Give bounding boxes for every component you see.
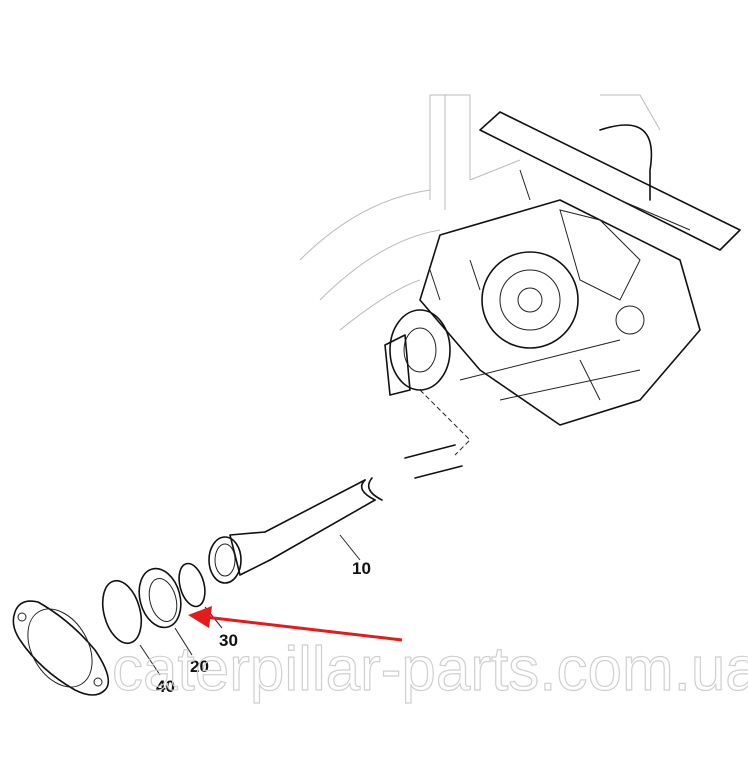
shaft-10 [208, 444, 463, 584]
highlight-arrow [188, 606, 403, 642]
callout-30[interactable]: 30 [219, 631, 238, 650]
transmission-assembly [384, 111, 741, 456]
watermark: caterpillar-parts.com.ua [112, 635, 748, 704]
callout-40[interactable]: 40 [156, 677, 175, 696]
callout-10[interactable]: 10 [352, 559, 371, 578]
gasket [12, 600, 110, 696]
machine-frame-outline [299, 94, 661, 331]
retaining-ring-40 [101, 579, 161, 676]
callout-20[interactable]: 20 [190, 657, 209, 676]
bearing-20 [138, 567, 193, 656]
